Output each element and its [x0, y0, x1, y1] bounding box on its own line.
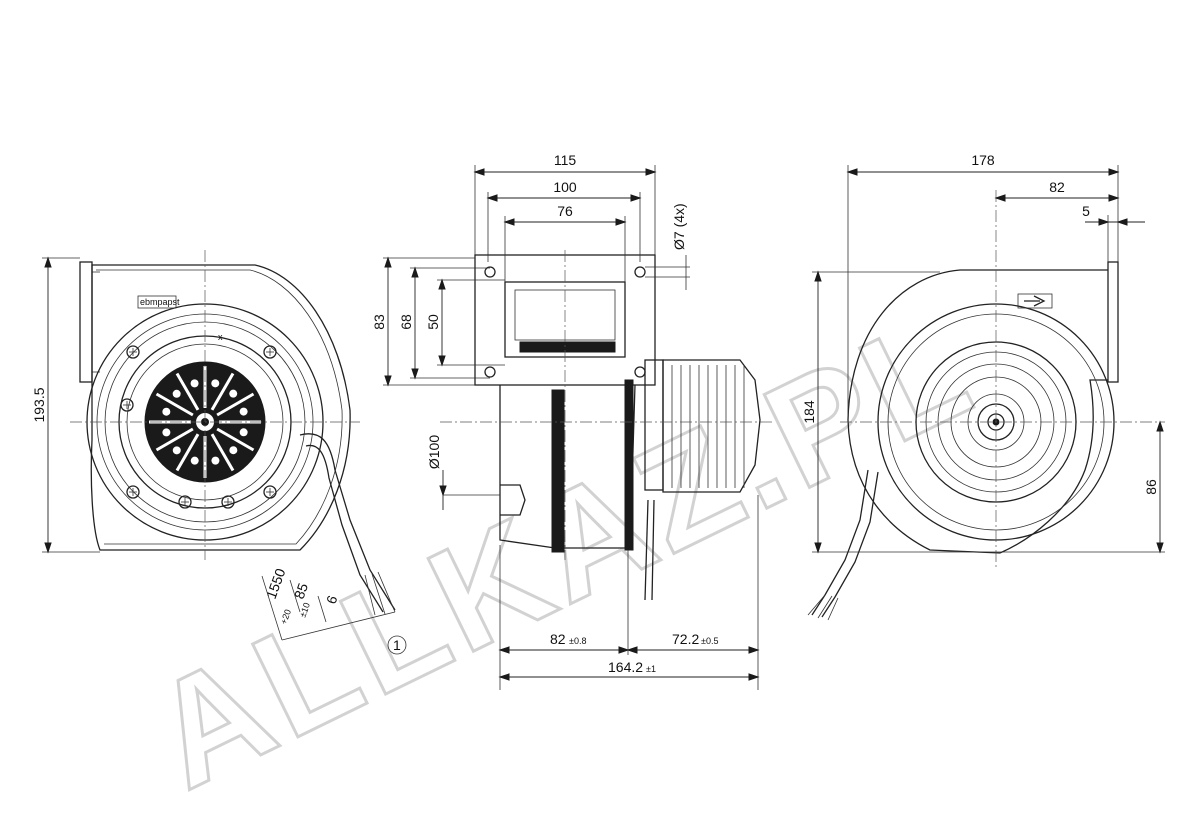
dim-193-5: 193.5: [31, 387, 47, 422]
dim-100: 100: [553, 179, 577, 195]
dim-178: 178: [971, 152, 995, 168]
dim-hole: Ø7 (4x): [671, 203, 687, 250]
airflow-arrow-icon: [1024, 295, 1046, 307]
dim-82-right: 82: [1049, 179, 1065, 195]
motor-mark: x: [218, 332, 223, 342]
dim-164-2-tol: ±1: [646, 664, 656, 674]
motor-body: [662, 359, 761, 493]
power-cable: [299, 433, 396, 611]
dim-inlet: Ø100: [426, 435, 442, 469]
brand-label: ebmpapst: [140, 297, 180, 307]
dim-76: 76: [557, 203, 573, 219]
inlet-ring: [500, 484, 526, 516]
dim-cable-length-tol: +20: [278, 608, 293, 626]
dim-164-2: 164.2: [608, 659, 643, 675]
dim-72-2: 72.2: [672, 631, 699, 647]
dim-strip-length-tol: ±10: [297, 601, 312, 618]
middle-view: 115 100 76 Ø7 (4x) 83 68 50 Ø10: [371, 152, 775, 690]
bottom-dimensions: 82 ±0.8 72.2 ±0.5 164.2 ±1: [498, 495, 760, 690]
right-housing: [847, 269, 1108, 554]
mounting-flange: [79, 261, 93, 383]
mounting-screws: [120, 345, 277, 509]
right-cable: [811, 469, 869, 616]
brand-plate: [137, 295, 177, 309]
dim-86: 86: [1143, 479, 1159, 495]
dim-82-bottom: 82: [550, 631, 566, 647]
dim-5: 5: [1082, 203, 1090, 219]
airflow-arrow-box: [1017, 293, 1053, 309]
dim-72-2-tol: ±0.5: [701, 636, 718, 646]
left-dimensions: 83 68 50 Ø100: [371, 256, 505, 510]
dim-115: 115: [554, 152, 577, 168]
top-dimensions: 115 100 76 Ø7 (4x): [473, 152, 690, 290]
left-view: ebmpapst x 193.5 1550 +20 85 ±10 6: [31, 250, 407, 655]
dim-68: 68: [398, 314, 414, 330]
dim-83: 83: [371, 314, 387, 330]
dim-50: 50: [425, 314, 441, 330]
dim-184: 184: [801, 400, 817, 424]
dim-strip-length: 85: [291, 581, 311, 601]
right-flange: [1107, 261, 1119, 383]
housing-outline: [90, 264, 351, 551]
item-marker: 1: [393, 637, 401, 653]
right-view: 178 82 5 184 86: [801, 152, 1165, 621]
dim-82-tol: ±0.8: [569, 636, 586, 646]
item-marker-circle: [387, 635, 407, 655]
